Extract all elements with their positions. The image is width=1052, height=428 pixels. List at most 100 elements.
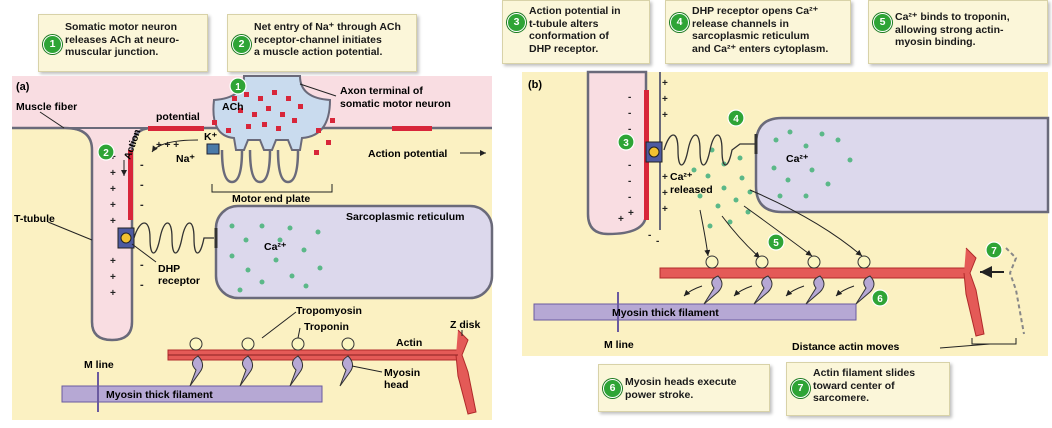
callout-2: 2 Net entry of Na⁺ through ACh receptor-… [227,14,417,72]
panel-b: ------ ++++++ ++-- [522,70,1050,356]
charge: + [110,168,116,179]
myosin-head-line2: head [384,379,409,391]
leader-myosin-head [351,365,383,373]
panel-a: + + + + + + + + - - - - - + + + [12,75,494,420]
charges-b: ------ ++++++ ++-- [618,78,668,247]
axon-terminal-line2: somatic motor neuron [340,98,451,110]
m-line-label-b: M line [604,339,634,351]
step-6-marker-b [871,289,889,307]
panel-b-label: (b) [528,79,542,91]
charge: + [110,288,116,299]
charge: + [110,272,116,283]
axon-terminal-line1: Axon terminal of [340,85,423,97]
charge: - [140,279,144,291]
svg-text:+: + [662,172,668,183]
callout-1-text: Somatic motor neuron releases ACh at neu… [65,21,179,58]
svg-text:-: - [628,108,631,119]
potential-label: potential [156,111,200,123]
callout-4-text: DHP receptor opens Ca²⁺ release channels… [692,5,829,55]
charge: - [140,259,144,271]
myosin-heads-b [703,275,875,305]
ca-label-b: Ca²⁺ [786,153,809,165]
callout-5-text: Ca²⁺ binds to troponin, allowing strong … [895,11,1010,48]
step-2-marker-a [97,143,115,161]
leader-axon-terminal [299,83,337,97]
calcium-ions-b [771,129,853,199]
leader-dhp [131,243,157,263]
callout-5: 5 Ca²⁺ binds to troponin, allowing stron… [868,0,1048,64]
ach-receptor-channel [206,143,220,155]
myosin-thick-label-a: Myosin thick filament [106,389,213,401]
action-potential-label: Action potential [368,148,447,160]
svg-text:-: - [656,236,659,247]
step-5-badge: 5 [873,13,892,32]
charge: - [140,199,144,211]
svg-text:-: - [628,92,631,103]
svg-text:-: - [628,192,631,203]
step-7-badge: 7 [791,379,810,398]
actin-filament-b [659,267,967,279]
callout-3-text: Action potential in t-tubule alters conf… [529,5,621,55]
dhp-plus-b [648,146,660,158]
leader-tropomyosin [261,311,297,339]
callout-7-text: Actin filament slides toward center of s… [813,367,916,404]
sarcoplasmic-reticulum-a [214,204,494,300]
step-1-marker-a-text: 1 [235,82,241,93]
callout-2-text: Net entry of Na⁺ through ACh receptor-ch… [254,21,401,58]
tropomyosin-label: Tropomyosin [296,305,362,317]
ttubule-channel-band [128,150,133,220]
troponin-a [189,337,355,351]
troponin-b [705,255,871,269]
step-5-marker-b-text: 5 [773,238,779,249]
calcium-ions-a [229,223,323,293]
myosin-heads-a [189,355,354,387]
panel-a-label: (a) [16,81,30,93]
charge: + [110,216,116,227]
step-7-marker-b [985,241,1003,259]
motor-end-plate-label: Motor end plate [232,193,310,205]
callout-3: 3 Action potential in t-tubule alters co… [502,0,650,64]
dhp-sr-link-b [663,134,756,166]
svg-text:+: + [662,204,668,215]
t-tubule-b [586,70,648,236]
dhp-plus-a [120,232,132,244]
distance-leader [939,343,991,349]
step-1-badge: 1 [43,35,62,54]
power-stroke-arrows-b [683,285,855,297]
ach-channel-band-2 [392,126,432,131]
step-7-marker-b-text: 7 [991,246,997,257]
svg-text:-: - [628,160,631,171]
actin-label: Actin [396,337,422,349]
charge: + [110,200,116,211]
myosin-head-label: Myosin head [384,367,423,391]
svg-text:-: - [648,230,651,241]
step-2-marker-a-text: 2 [103,148,109,159]
z-disk-label: Z disk [450,319,481,331]
z-disk-a [455,329,477,415]
dhp-line2: receptor [158,275,200,287]
svg-text:-: - [628,124,631,135]
step-4-marker-b [727,109,745,127]
z-disk-b [963,247,985,337]
sarcoplasmic-reticulum-b [754,116,1050,214]
leader-muscle-fiber [39,111,65,129]
step-3-badge: 3 [507,13,526,32]
distance-bracket [971,338,1017,345]
ca-arrows-b [699,189,863,259]
troponin-label: Troponin [304,321,349,333]
myosin-thick-label-b: Myosin thick filament [612,307,719,319]
step-3-marker-b [617,133,635,151]
svg-text:+: + [628,208,634,219]
charge: + [110,256,116,267]
svg-text:+: + [662,110,668,121]
svg-text:+: + [662,94,668,105]
motor-end-plate-folds [220,149,300,184]
charge: - [140,179,144,191]
callout-1: 1 Somatic motor neuron releases ACh at n… [38,14,208,72]
ach-vesicles [212,90,335,155]
leader-t-tubule [47,221,93,241]
ca-label-a: Ca²⁺ [264,241,287,253]
action-potential-arrow-a [151,139,199,153]
svg-text:+: + [618,214,624,225]
